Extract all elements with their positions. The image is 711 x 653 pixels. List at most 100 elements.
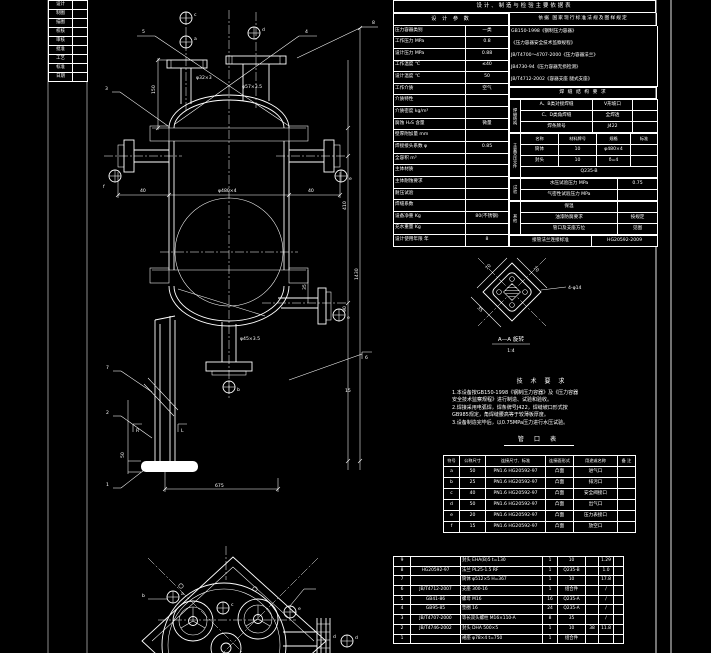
table-cell: 出气口 [573, 499, 618, 511]
table-cell [613, 614, 624, 625]
table-cell [72, 0, 88, 10]
table-cell: 主体材质 [393, 164, 466, 177]
table-cell: 1 [542, 585, 558, 596]
table-cell: 凸面 [545, 477, 574, 489]
table-cell: 组合件 [557, 633, 586, 645]
table-cell: 主要受压元件 [509, 133, 522, 178]
table-cell [410, 633, 461, 645]
table-cell [464, 129, 510, 143]
table-row: GB150-1998《钢制压力容器》 [510, 26, 658, 38]
table-cell: 1 [542, 633, 558, 645]
table-cell: 50 [459, 499, 486, 511]
svg-text:7: 7 [106, 365, 109, 371]
table-cell: HG20592-2009 [591, 235, 659, 247]
table-cell: 7 [393, 575, 411, 587]
table-row: 主体材质 [393, 164, 510, 177]
table-cell: 6 [393, 585, 411, 596]
dimensions [115, 25, 363, 492]
svg-text:8: 8 [372, 20, 375, 26]
dim-text: 1430 [354, 268, 360, 280]
nozzle-shell-right [289, 139, 341, 173]
nozzle-balloon: b [222, 380, 240, 394]
base-plate [141, 461, 198, 472]
table-row: 全容积 m³ [393, 152, 510, 166]
table-cell: 标准 [48, 63, 73, 73]
table-row: 腐蚀 H₂S 含量微量 [393, 117, 510, 131]
table-cell: 11.8 [598, 623, 614, 635]
table-cell: 名称 [520, 133, 560, 145]
table-cell: b [443, 477, 460, 489]
table-cell: / [598, 585, 614, 596]
table-row: 油漆防腐要求按规定 [510, 212, 659, 224]
table-cell [72, 54, 88, 64]
table-cell [630, 144, 659, 156]
table-cell: Q235-A [557, 594, 586, 606]
table-cell [613, 585, 624, 596]
table-cell: 8 [542, 614, 558, 625]
dim-text: 35 [476, 305, 484, 313]
nozzle-bottom [205, 322, 253, 376]
notes-line: 3.设备制造完毕后，以0.75MPa压力进行水压试验。 [452, 419, 569, 426]
table-cell: 空气 [464, 82, 510, 96]
table-cell: 备 注 [617, 455, 636, 467]
table-cell: 凸面 [545, 510, 574, 522]
flange-detail: 70 70 35 4-φ14 A—A 旋转 1:4 [470, 257, 582, 354]
standards-table: GB150-1998《钢制压力容器》《压力容器安全技术监察规程》JB/T4700… [509, 26, 659, 87]
table-row: 主体耐蚀要求 [393, 175, 510, 189]
table-cell [464, 187, 510, 201]
table-cell [613, 556, 624, 567]
table-cell: 凸面 [545, 466, 574, 478]
table-cell: HG20592-97 [410, 565, 461, 577]
table-row: 制图 [48, 9, 88, 19]
table-cell: 安全阀接口 [573, 488, 618, 500]
table-row: 压力容器类别一类 [393, 24, 510, 38]
table-cell [464, 199, 510, 212]
dim-text: 40 [308, 188, 314, 194]
table-cell: Q235-B [520, 166, 659, 178]
table-cell [613, 575, 624, 587]
bolt-note: 4-φ14 [568, 285, 582, 291]
table-cell: φ480×4 [596, 144, 632, 156]
dim-text: φ480×4 [218, 188, 237, 194]
nozzle-head-right [278, 287, 332, 325]
svg-text:L: L [181, 428, 184, 434]
table-cell [617, 499, 636, 511]
nozzle-table-heading: 管 口 表 [443, 434, 635, 446]
table-cell [585, 633, 599, 645]
dim-text: 50 [120, 452, 126, 458]
svg-text:3: 3 [105, 86, 108, 92]
table-row: 审核 [48, 36, 88, 46]
table-cell: 焊接接头系数 φ [393, 141, 466, 154]
table-cell: 工艺 [48, 54, 73, 64]
table-cell [464, 164, 510, 177]
table-cell: 螺母 M16 [460, 594, 543, 606]
table-cell: 16 [542, 594, 558, 606]
table-cell: 焊缝系数 [393, 199, 466, 212]
table-cell [585, 614, 599, 625]
svg-text:d: d [355, 635, 358, 641]
table-cell: 封头 EHA(B)5 t=130 [460, 556, 543, 567]
table-cell [613, 623, 624, 635]
svg-text:4: 4 [305, 29, 308, 35]
support-legs [141, 315, 198, 472]
table-cell: 凸面 [545, 521, 574, 533]
table-cell [617, 510, 636, 522]
table-cell: 筒体 [520, 144, 560, 156]
svg-text:R: R [136, 428, 140, 434]
table-cell: 工作压力 MPa [393, 36, 466, 49]
svg-text:2: 2 [106, 410, 109, 416]
table-cell [585, 604, 599, 616]
table-cell: 连接面形式 [545, 455, 574, 467]
table-cell: A、B类对接焊缝 [520, 99, 594, 111]
table-cell [585, 575, 599, 587]
